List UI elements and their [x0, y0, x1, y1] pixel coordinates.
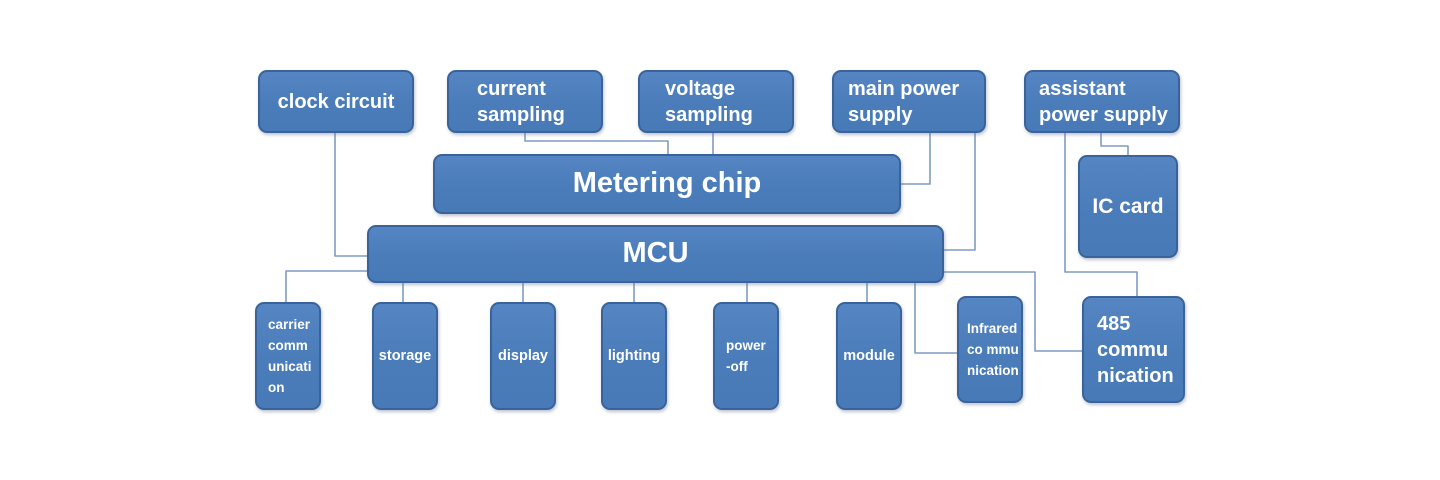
node-voltage-sampling: voltage sampling	[638, 70, 794, 133]
node-main-power-supply: main power supply	[832, 70, 986, 133]
node-power-off: power -off	[713, 302, 779, 410]
connector-mcu-to-infrared	[914, 282, 958, 354]
connector-mcu-to-carrier	[285, 270, 368, 303]
node-current-sampling: current sampling	[447, 70, 603, 133]
node-storage: storage	[372, 302, 438, 410]
connector-current-to-chip	[524, 131, 669, 155]
node-metering-chip: Metering chip	[433, 154, 901, 214]
node-485-communication: 485 commu nication	[1082, 296, 1185, 403]
node-clock-circuit: clock circuit	[258, 70, 414, 133]
connector-mainpower-to-mcu	[943, 131, 976, 251]
node-ic-card: IC card	[1078, 155, 1178, 258]
node-module: module	[836, 302, 902, 410]
connector-mainpower-to-chip	[900, 131, 931, 185]
connector-clock-to-mcu	[334, 132, 368, 257]
connector-asstpower-to-iccard	[1100, 131, 1129, 156]
node-infrared-communication: Infrared co mmu nication	[957, 296, 1023, 403]
node-display: display	[490, 302, 556, 410]
node-assistant-power-supply: assistant power supply	[1024, 70, 1180, 133]
node-mcu: MCU	[367, 225, 944, 283]
node-lighting: lighting	[601, 302, 667, 410]
node-carrier-communication: carrier comm unicati on	[255, 302, 321, 410]
